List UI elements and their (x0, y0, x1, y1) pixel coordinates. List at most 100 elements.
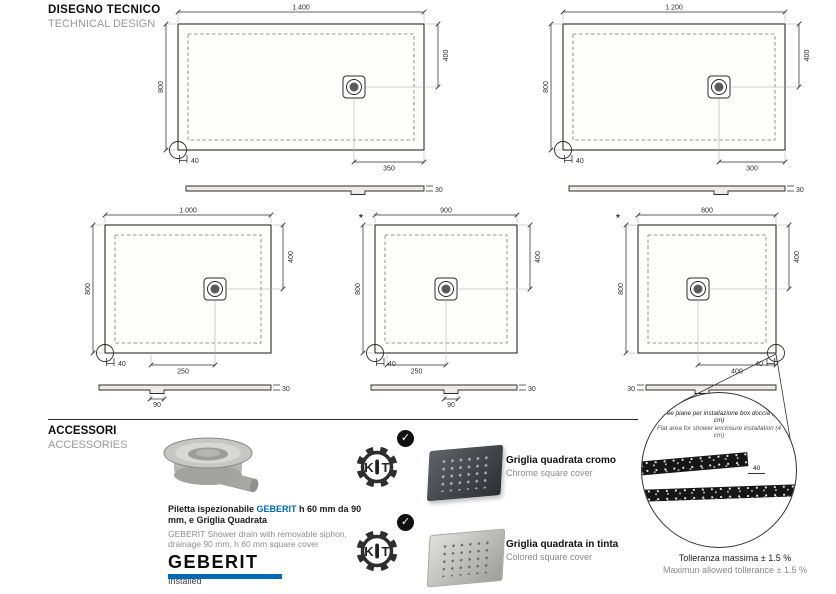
dimension-label: 40 (118, 361, 126, 368)
dimension-line (548, 147, 554, 153)
dimension-line (443, 362, 449, 368)
checkmark-icon: ✓ (397, 430, 414, 447)
dimension-label: 400 (535, 251, 542, 263)
dimension-label: 800 (355, 283, 362, 295)
dimension-label: 40 (388, 361, 396, 368)
dimension-line (773, 212, 779, 218)
drain-icon (711, 79, 727, 95)
siphon-cap (196, 449, 220, 457)
geberit-logo-bar (168, 574, 282, 579)
dimension-line (455, 396, 461, 402)
texture-bar-lower (642, 484, 796, 502)
kit-bar (375, 459, 379, 475)
dimension-line (435, 84, 441, 90)
profile-outline (568, 185, 786, 195)
kit-icon: K T (356, 446, 398, 488)
tolerance-en: Maximun allowed tollerance ± 1.5 % (662, 564, 807, 575)
dimension-label: 40 (576, 158, 584, 165)
dimension-line (421, 159, 427, 165)
accessories-title-it: ACCESSORI (48, 425, 117, 437)
detail-note-en: Flat area for shower enclosure installat… (657, 425, 781, 439)
dimension-line (786, 222, 792, 228)
dimension-label: 800 (543, 81, 550, 93)
dimension-line (163, 21, 169, 27)
siphon-drain-image (163, 437, 259, 493)
profile-outline (185, 185, 425, 195)
corner-detail-marker (96, 344, 114, 362)
kit-letter-k: K (364, 544, 374, 559)
colored-cover-image (426, 528, 506, 588)
drain-description-it: Piletta ispezionabile GEBERIT h 60 mm da… (168, 504, 368, 527)
drain-icon (346, 79, 362, 95)
dimension-label: 30 (627, 386, 635, 393)
dimension-line (548, 21, 554, 27)
dimension-line (796, 21, 802, 27)
geberit-logo-text: GEBERIT (168, 552, 259, 572)
dimension-line (280, 222, 286, 228)
tolerance-note: Tolleranza massima ± 1.5 % Maximun allow… (640, 553, 830, 576)
tolerance-it: Tolleranza massima ± 1.5 % (678, 553, 792, 563)
dimension-label: * (616, 213, 620, 224)
dimension-line (268, 212, 274, 218)
dimension-label: 250 (177, 369, 189, 376)
dimension-label: 40 (755, 361, 763, 368)
dimension-line (514, 212, 520, 218)
kit-icon: K T (356, 530, 398, 572)
dimension-label: 400 (288, 251, 295, 263)
drain-desc-brand: GEBERIT (256, 504, 297, 514)
dimension-label: 400 (804, 50, 811, 62)
profile-outline (370, 384, 518, 394)
drain-icon (693, 284, 703, 294)
dimension-label: 800 (85, 283, 92, 295)
drain-icon (714, 82, 724, 92)
dimension-line (786, 286, 792, 292)
kit-letter-k: K (364, 460, 374, 475)
dimension-line (384, 362, 390, 368)
dimension-label: * (359, 213, 363, 224)
section-divider (48, 419, 638, 420)
corner-detail-marker (169, 141, 187, 159)
dimension-label: 400 (731, 369, 743, 376)
checkmark-icon: ✓ (397, 514, 414, 531)
chrome-cover-image (426, 444, 504, 502)
drain-icon (349, 82, 359, 92)
chrome-cover-label: Griglia quadrata cromo Chrome square cov… (506, 455, 666, 478)
dimension-line (782, 159, 788, 165)
dimension-label: 300 (746, 166, 758, 173)
chrome-cover-label-en: Chrome square cover (506, 468, 593, 478)
dimension-label: 1.000 (179, 208, 197, 215)
dimension-line (360, 222, 366, 228)
dimension-line (212, 362, 218, 368)
dimension-line (623, 222, 629, 228)
dimension-line (435, 21, 441, 27)
dimension-line (623, 350, 629, 356)
drain-icon (441, 284, 451, 294)
dimension-label: 1.400 (292, 5, 310, 12)
dimension-label: 30 (282, 386, 290, 393)
page-title: DISEGNO TECNICO TECHNICAL DESIGN (48, 4, 160, 30)
siphon-bottom (174, 465, 242, 485)
dimension-label: 30 (528, 386, 536, 393)
colored-cover-label: Griglia quadrata in tinta Colored square… (506, 539, 666, 562)
drain-icon (207, 281, 223, 297)
page-title-it: DISEGNO TECNICO (48, 4, 161, 16)
profile-outline (98, 384, 272, 394)
drain-icon (210, 284, 220, 294)
page-title-en: TECHNICAL DESIGN (48, 18, 156, 30)
dimension-label: 800 (701, 208, 713, 215)
dimension-line (148, 362, 154, 368)
gear-teeth (356, 530, 398, 572)
dimension-label: 400 (443, 50, 450, 62)
gear-teeth (356, 446, 398, 488)
drain-description-en: GEBERIT Shower drain with removable siph… (168, 528, 347, 550)
dimension-label: 90 (447, 402, 455, 409)
dimension-line (560, 9, 566, 15)
dimension-line (280, 286, 286, 292)
dimension-line (90, 222, 96, 228)
dimension-line (175, 9, 181, 15)
dimension-label: 40 (191, 158, 199, 165)
